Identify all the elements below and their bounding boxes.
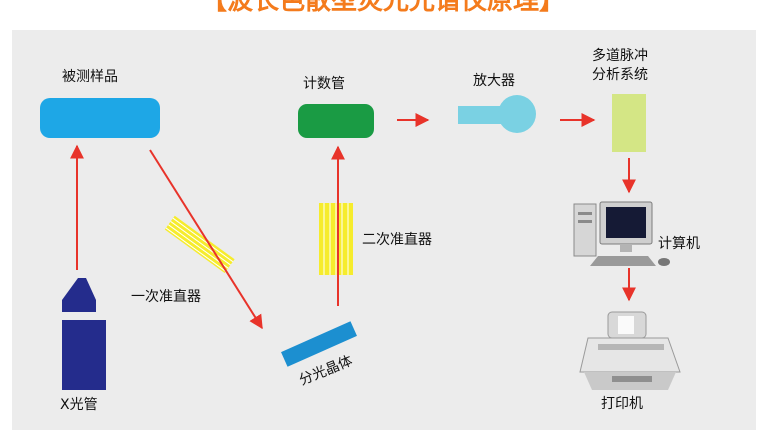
label-printer: 打印机 (601, 396, 643, 412)
label-primary-collimator: 一次准直器 (131, 289, 201, 305)
label-sample: 被测样品 (62, 69, 118, 85)
label-analyzer: 多道脉冲 分析系统 (592, 48, 648, 83)
printer-icon (579, 311, 681, 390)
computer-icon (573, 201, 670, 266)
analyzer-box (612, 94, 646, 152)
counter-tube-box (298, 104, 374, 138)
crystal-plate (281, 321, 357, 367)
label-xray-tube: X光管 (60, 397, 98, 413)
label-amplifier: 放大器 (473, 73, 515, 89)
diagram-title: 【波长色散型荧光光谱仪原理】 (200, 0, 565, 16)
sample-box (40, 98, 160, 138)
label-counter: 计数管 (303, 76, 345, 92)
label-secondary-collimator: 二次准直器 (362, 232, 432, 248)
amplifier-shape (458, 95, 536, 133)
arrow-sample-to-crystal (149, 149, 263, 330)
label-computer: 计算机 (658, 236, 700, 252)
secondary-collimator (319, 203, 353, 275)
primary-collimator (164, 215, 235, 274)
xray-tube-shape (62, 278, 106, 390)
